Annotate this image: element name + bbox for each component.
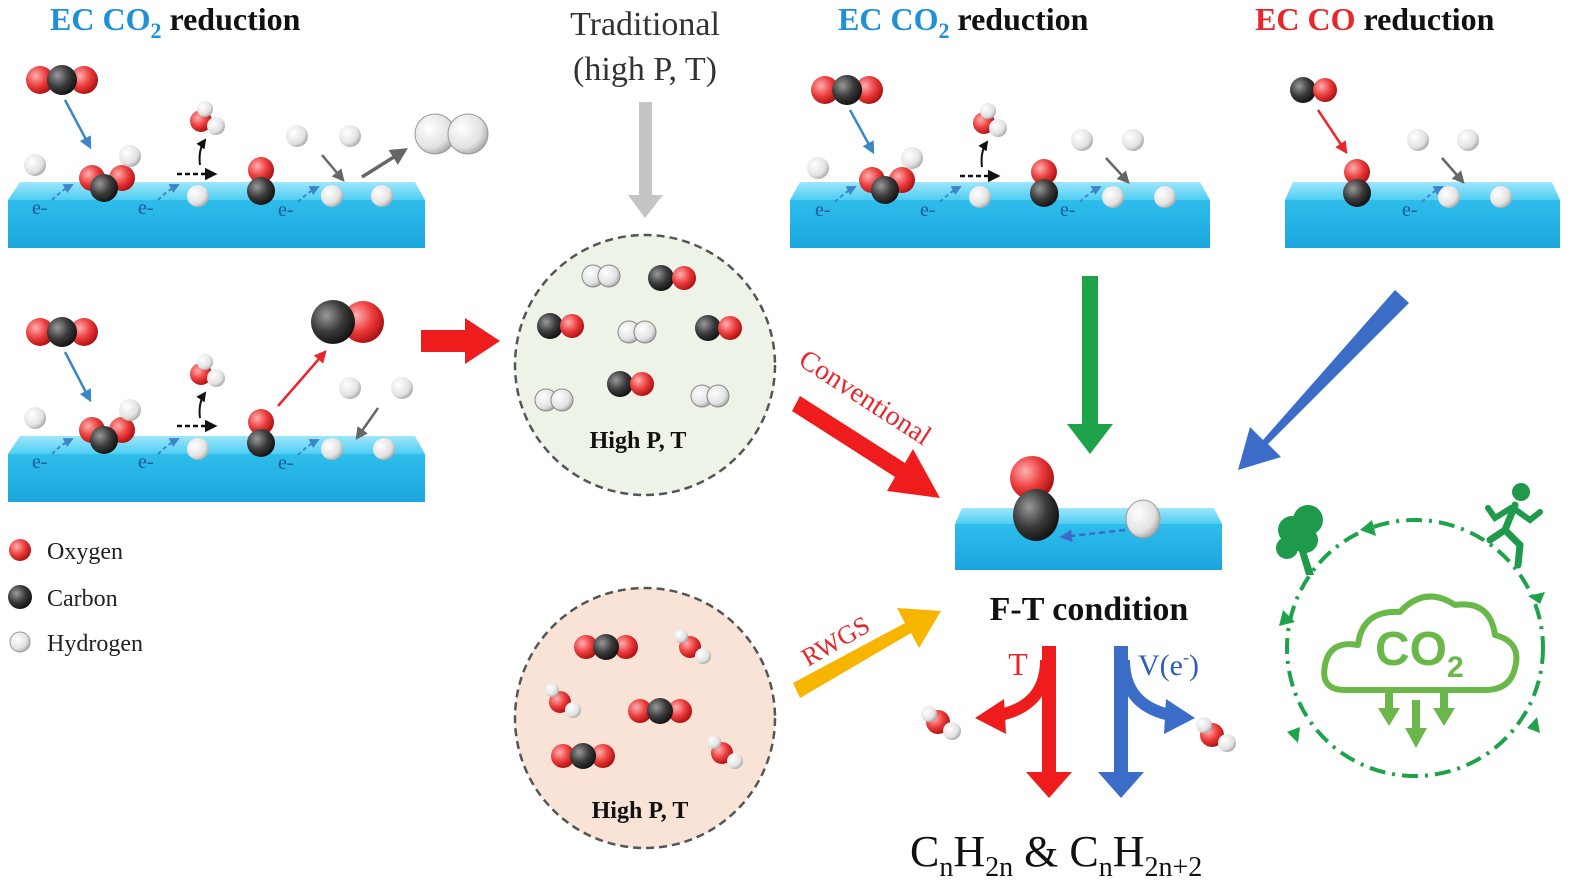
- reactor-syngas: High P, T: [513, 233, 777, 497]
- surface-slab-right: [1285, 182, 1560, 248]
- co-molecule: [1290, 77, 1337, 103]
- svg-text:e-: e-: [32, 451, 48, 473]
- panel-ec-co2-mid: e- e- e-: [807, 75, 1176, 221]
- svg-text:e-: e-: [138, 451, 154, 473]
- reactor-top-label: High P, T: [590, 428, 687, 454]
- adsorbed-co2: [79, 165, 135, 202]
- co2-molecule: [26, 317, 98, 347]
- legend-item-oxygen: Oxygen: [9, 539, 123, 565]
- title-traditional-conditions: (high P, T): [573, 51, 717, 88]
- svg-text:e-: e-: [278, 199, 294, 221]
- co-molecule-released: [311, 300, 384, 344]
- arrow-temperature-branch: [975, 646, 1072, 798]
- surface-slab-ft: [955, 508, 1222, 570]
- co2-cycle: CO2: [1276, 483, 1545, 778]
- label-voltage: V(e-): [1138, 647, 1199, 682]
- panel-ec-co-right: e-: [1290, 77, 1512, 221]
- legend-item-carbon: Carbon: [8, 585, 118, 612]
- panel-ec-co2-top-left: e- e- e-: [24, 65, 489, 221]
- ft-adsorbates: [1010, 456, 1161, 543]
- surface-slab-bottom-left: [8, 436, 425, 502]
- adsorbed-co2: [859, 167, 915, 204]
- runner-icon: [1485, 483, 1543, 569]
- water-molecule: [973, 103, 1007, 137]
- water-product-left: [921, 706, 961, 740]
- product-formula: CnH2n & CnH2n+2: [910, 827, 1202, 883]
- arrow-co-to-reactor: [421, 318, 500, 364]
- cloud-icon: [1321, 593, 1520, 693]
- adsorbed-co: [247, 157, 275, 205]
- svg-text:e-: e-: [1060, 199, 1076, 221]
- surface-slab-mid: [790, 182, 1210, 248]
- label-conventional: Conventional: [793, 344, 937, 452]
- water-molecule: [190, 354, 225, 387]
- adsorbed-co: [1030, 159, 1058, 207]
- title-ec-co2-left: EC CO2 reduction: [50, 1, 301, 43]
- svg-text:e-: e-: [138, 197, 154, 219]
- title-ec-co2-mid: EC CO2 reduction: [838, 1, 1089, 43]
- arrow-blue-diagonal: [1238, 290, 1409, 470]
- adsorbed-co2: [79, 417, 135, 454]
- panel-ec-co2-bottom-left: e- e- e-: [24, 300, 413, 474]
- svg-text:Oxygen: Oxygen: [47, 539, 123, 565]
- adsorbed-co: [1343, 159, 1371, 207]
- svg-text:e-: e-: [32, 197, 48, 219]
- arrow-traditional-down: [628, 102, 663, 218]
- svg-text:e-: e-: [1402, 199, 1418, 221]
- svg-text:Carbon: Carbon: [47, 586, 118, 612]
- co2-molecule: [811, 75, 883, 105]
- tree-icon: [1276, 505, 1323, 575]
- svg-text:Hydrogen: Hydrogen: [47, 631, 143, 657]
- title-traditional: Traditional: [570, 6, 720, 43]
- adsorbed-co: [247, 409, 275, 457]
- arrow-voltage-branch: [1098, 646, 1195, 798]
- title-ec-co-right: EC CO reduction: [1255, 1, 1495, 37]
- h2-molecule: [414, 113, 489, 155]
- water-product-right: [1196, 717, 1236, 752]
- arrow-conventional: [792, 396, 940, 498]
- ft-condition-label: F-T condition: [990, 591, 1189, 628]
- svg-text:e-: e-: [815, 199, 831, 221]
- cycle-co2-label: CO2: [1375, 623, 1464, 684]
- reactor-rwgs: High P, T: [513, 586, 777, 850]
- arrow-rwgs: [793, 608, 941, 698]
- legend: Oxygen Carbon Hydrogen: [8, 539, 143, 657]
- reactor-bottom-label: High P, T: [592, 798, 689, 824]
- arrow-green-down: [1067, 276, 1113, 454]
- label-temperature: T: [1008, 646, 1028, 682]
- svg-text:e-: e-: [920, 199, 936, 221]
- surface-slab-top-left: [8, 182, 425, 248]
- co2-molecule: [26, 65, 98, 95]
- legend-item-hydrogen: Hydrogen: [9, 631, 143, 657]
- water-molecule: [190, 101, 225, 135]
- svg-text:e-: e-: [278, 452, 294, 474]
